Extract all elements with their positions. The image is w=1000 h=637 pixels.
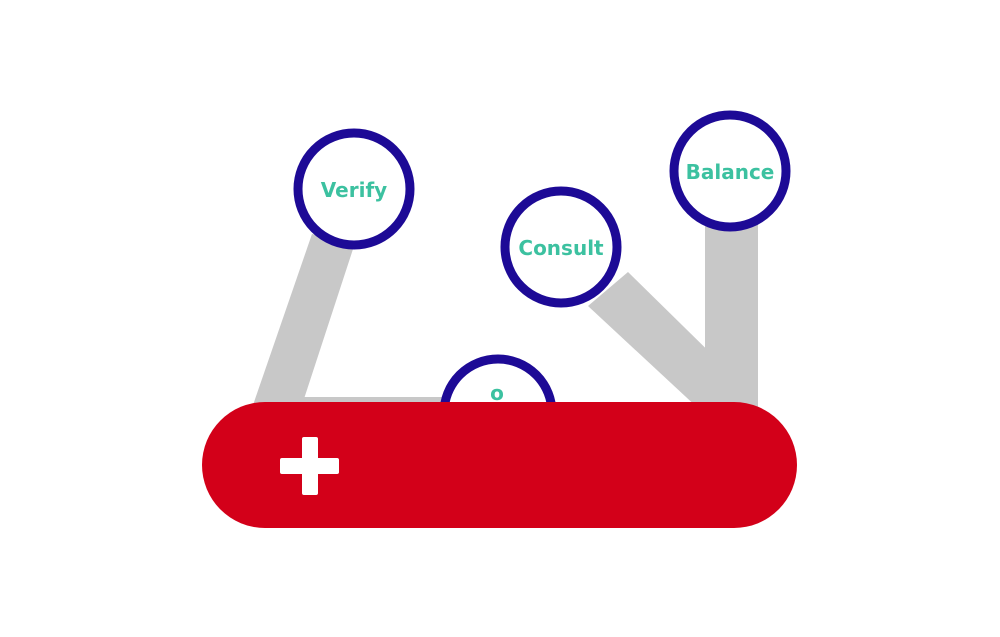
knife-body (202, 402, 797, 528)
knife-arms (253, 220, 758, 410)
node-balance[interactable]: Balance (669, 110, 791, 232)
node-partial-label: o (490, 381, 504, 405)
arm-verify (253, 234, 355, 405)
node-verify-label: Verify (321, 178, 387, 202)
swiss-cross-icon (280, 437, 339, 495)
node-consult-label: Consult (518, 236, 604, 260)
node-consult[interactable]: Consult (500, 186, 622, 308)
node-balance-label: Balance (686, 160, 775, 184)
node-verify[interactable]: Verify (293, 128, 415, 250)
arm-balance (705, 220, 758, 410)
arm-consult (588, 272, 738, 410)
